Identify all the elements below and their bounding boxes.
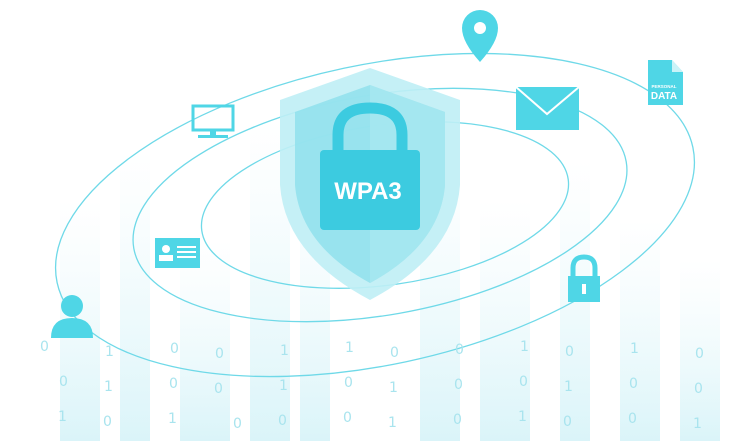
document-label-data: DATA xyxy=(651,91,677,102)
binary-digit: 1 xyxy=(345,340,354,356)
binary-digit: 0 xyxy=(565,344,574,360)
binary-digit: 1 xyxy=(630,341,639,357)
binary-digit: 1 xyxy=(58,409,67,425)
user-icon xyxy=(51,295,93,338)
binary-digit: 1 xyxy=(693,416,702,432)
binary-digit: 0 xyxy=(59,374,68,390)
binary-digit: 1 xyxy=(518,409,527,425)
binary-digit: 0 xyxy=(563,414,572,430)
id-card-icon xyxy=(155,238,200,268)
binary-digit: 0 xyxy=(390,345,399,361)
binary-digit: 0 xyxy=(214,381,223,397)
binary-digit: 0 xyxy=(695,346,704,362)
binary-digit: 1 xyxy=(279,378,288,394)
mail-icon xyxy=(515,86,580,130)
lock-icon: WPA3 xyxy=(320,102,420,230)
binary-digit: 0 xyxy=(40,339,49,355)
binary-digit: 0 xyxy=(278,413,287,429)
binary-digit: 1 xyxy=(388,415,397,431)
binary-digit: 0 xyxy=(629,376,638,392)
binary-digit: 0 xyxy=(455,342,464,358)
personal-data-document-icon: PERSONAL DATA xyxy=(648,60,683,105)
binary-digit: 0 xyxy=(453,412,462,428)
monitor-icon xyxy=(191,104,235,138)
binary-digit: 0 xyxy=(215,346,224,362)
binary-digit: 0 xyxy=(628,411,637,427)
document-label-personal: PERSONAL xyxy=(651,84,676,89)
padlock-icon xyxy=(568,254,600,302)
binary-digit: 0 xyxy=(344,375,353,391)
binary-digit: 1 xyxy=(520,339,529,355)
binary-digit: 0 xyxy=(694,381,703,397)
binary-digit: 1 xyxy=(280,343,289,359)
binary-digit: 0 xyxy=(454,377,463,393)
location-pin-icon xyxy=(462,10,498,62)
binary-digit: 1 xyxy=(389,380,398,396)
binary-digit: 0 xyxy=(519,374,528,390)
binary-digit: 0 xyxy=(170,341,179,357)
binary-digit: 1 xyxy=(168,411,177,427)
binary-digit: 1 xyxy=(564,379,573,395)
binary-digit: 0 xyxy=(233,416,242,432)
binary-digit: 0 xyxy=(103,414,112,430)
binary-digit: 0 xyxy=(343,410,352,426)
wpa3-label: WPA3 xyxy=(334,178,402,205)
binary-digit: 1 xyxy=(105,344,114,360)
binary-digit: 1 xyxy=(104,379,113,395)
binary-digits: 0 1 0 0 1 1 0 0 1 0 1 0 0 1 0 0 1 0 1 0 0 1 0 0 1 0 1 0 0 0 1 0 1 0 0 1 xyxy=(40,339,704,432)
binary-digit: 0 xyxy=(169,376,178,392)
